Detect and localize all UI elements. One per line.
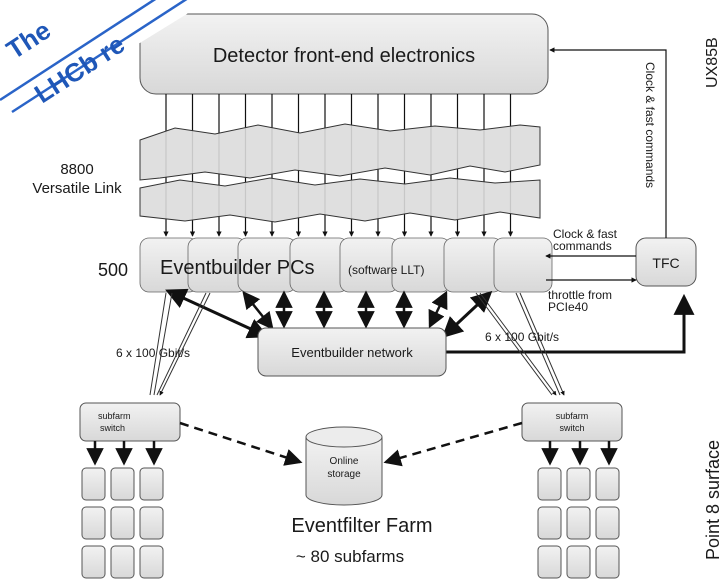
farm-node: [595, 506, 620, 540]
builder-count: 500: [98, 260, 128, 280]
tfc-label: TFC: [652, 255, 679, 271]
versatile-link-ribbon-top: [139, 123, 541, 181]
eventbuilder-pc-box: [493, 237, 553, 293]
versatile-link-ribbon-bottom: [139, 177, 541, 223]
farm-node: [566, 506, 591, 540]
storage-label-1: Online: [330, 456, 359, 467]
subfarm-switch-right: [521, 402, 623, 442]
farm-node: [566, 467, 591, 501]
eventbuilder-network-box: [257, 327, 447, 377]
clock-fast-label-1: Clock & fast: [553, 227, 618, 241]
farm-node: [81, 545, 106, 579]
online-storage: [305, 426, 383, 506]
farm-node: [139, 506, 164, 540]
throttle-label-2: PCIe40: [548, 300, 588, 314]
link-label: Versatile Link: [32, 180, 122, 197]
fibre-left: [149, 292, 173, 396]
storage-link-left: [179, 421, 303, 466]
network-link-arrow: [441, 290, 493, 339]
subfarm-switch-left-label-1: subfarm: [98, 411, 131, 421]
farm-node: [566, 545, 591, 579]
farm-node: [81, 506, 106, 540]
fibre-right: [515, 292, 564, 395]
farm-nodes-right: [537, 467, 620, 579]
switch-to-farm-arrows: [86, 441, 618, 466]
network-link-arrow: [428, 290, 448, 329]
farm-nodes-left: [81, 467, 164, 579]
fibre-right: [475, 292, 556, 395]
farm-node: [110, 545, 135, 579]
subfarm-switch-right-label-1: subfarm: [556, 411, 589, 421]
subfarm-switch-right-label-2: switch: [559, 423, 584, 433]
subfarm-switch-left-label-2: switch: [100, 423, 125, 433]
eventbuilder-pc-box: [443, 237, 503, 293]
builder-sublabel: (software LLT): [348, 263, 424, 277]
bandwidth-left-label: 6 x 100 Gbit/s: [116, 346, 190, 360]
farm-title: Eventfilter Farm: [291, 515, 432, 537]
eventbuilder-network-label: Eventbuilder network: [291, 345, 413, 360]
frontend-electronics-box: [139, 13, 549, 95]
farm-node: [595, 545, 620, 579]
bandwidth-right-label: 6 x 100 Gbit/s: [485, 330, 559, 344]
clock-loop-arrow: [549, 47, 667, 238]
network-link-arrow: [242, 290, 274, 331]
farm-node: [110, 506, 135, 540]
farm-subtitle: ~ 80 subfarms: [296, 547, 404, 566]
farm-node: [537, 506, 562, 540]
farm-node: [537, 467, 562, 501]
storage-label-2: storage: [327, 469, 361, 480]
link-count: 8800: [60, 161, 93, 178]
location-surface: Point 8 surface: [703, 440, 723, 560]
subfarm-switch-left: [79, 402, 181, 442]
farm-node: [139, 545, 164, 579]
farm-node: [537, 545, 562, 579]
clock-vertical-label: Clock & fast commands: [643, 62, 657, 188]
frontend-electronics-label: Detector front-end electronics: [213, 45, 475, 67]
location-cavern: UX85B: [704, 37, 721, 88]
storage-link-right: [383, 421, 523, 467]
clock-fast-label-2: commands: [553, 239, 612, 253]
fibre-left: [157, 292, 211, 395]
builder-label: Eventbuilder PCs: [160, 257, 315, 279]
farm-node: [139, 467, 164, 501]
network-link-arrow: [165, 288, 269, 339]
farm-node: [595, 467, 620, 501]
network-to-tfc-arrow: [446, 293, 695, 354]
farm-node: [110, 467, 135, 501]
farm-node: [81, 467, 106, 501]
throttle-label-1: throttle from: [548, 288, 612, 302]
